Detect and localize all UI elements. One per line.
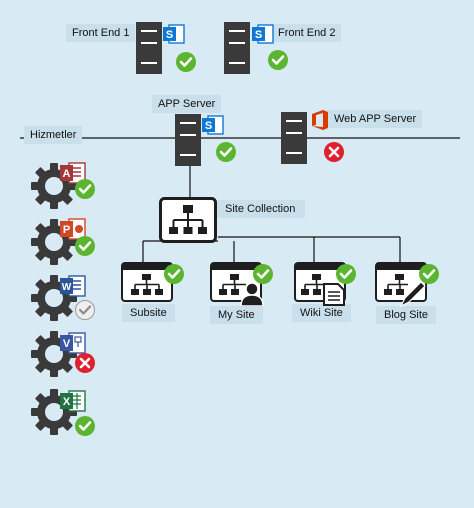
svg-text:P: P	[63, 224, 70, 236]
svg-text:V: V	[63, 338, 71, 350]
svg-text:S: S	[205, 120, 212, 132]
web-app-server-label: Web APP Server	[328, 110, 423, 128]
sharepoint-icon: S	[202, 115, 224, 135]
svg-text:S: S	[255, 29, 262, 41]
check-icon	[216, 142, 236, 162]
svg-text:A: A	[63, 168, 71, 180]
access-icon: A	[60, 162, 86, 184]
svg-text:S: S	[166, 29, 173, 41]
check-icon	[268, 50, 288, 70]
check-icon	[336, 264, 356, 284]
check-icon	[164, 264, 184, 284]
svg-text:X: X	[63, 396, 71, 408]
check-icon	[253, 264, 273, 284]
blog-site-icon	[375, 262, 431, 308]
office-icon	[310, 109, 330, 131]
subsite-label: Subsite	[122, 304, 175, 322]
pending-check-icon	[75, 300, 95, 320]
check-icon	[75, 236, 95, 256]
powerpoint-icon: P	[60, 218, 86, 240]
my-site-label: My Site	[210, 306, 263, 324]
check-icon	[419, 264, 439, 284]
check-icon	[75, 179, 95, 199]
server-icon	[136, 22, 162, 74]
sharepoint-icon: S	[252, 24, 274, 44]
svg-text:W: W	[62, 282, 72, 293]
word-icon: W	[60, 275, 86, 297]
visio-icon: V	[60, 332, 86, 354]
front-end-2-label: Front End 2	[272, 24, 342, 42]
app-server-label: APP Server	[152, 95, 222, 113]
excel-icon: X	[60, 390, 86, 412]
sharepoint-icon: S	[163, 24, 185, 44]
site-collection-label: Site Collection	[215, 200, 306, 218]
subsite-icon	[121, 262, 173, 302]
wiki-site-icon	[294, 262, 348, 306]
site-collection-icon	[159, 197, 217, 243]
server-icon	[224, 22, 250, 74]
server-icon	[175, 114, 201, 166]
check-icon	[176, 52, 196, 72]
blog-site-label: Blog Site	[376, 306, 437, 324]
my-site-icon	[210, 262, 266, 306]
check-icon	[75, 416, 95, 436]
error-icon	[75, 353, 95, 373]
front-end-1-label: Front End 1	[66, 24, 136, 42]
services-title: Hizmetler	[24, 126, 83, 144]
wiki-site-label: Wiki Site	[292, 304, 351, 322]
error-icon	[324, 142, 344, 162]
server-icon	[281, 112, 307, 164]
